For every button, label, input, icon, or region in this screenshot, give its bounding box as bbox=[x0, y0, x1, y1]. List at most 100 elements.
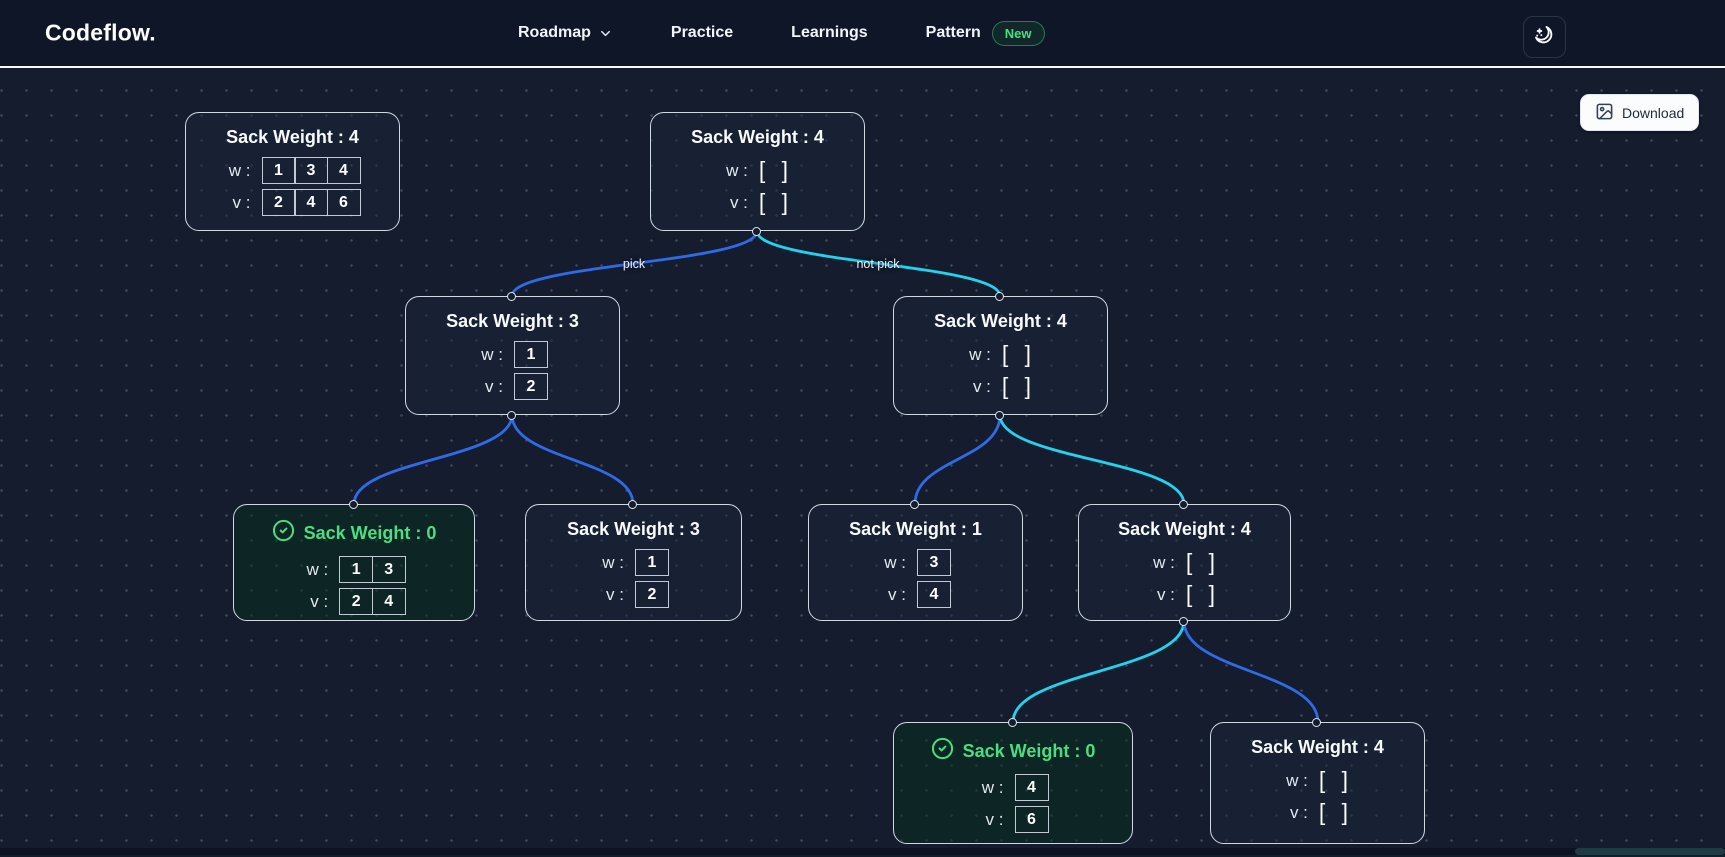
empty-array: [ ] bbox=[758, 189, 794, 215]
edge-label-not-pick: not pick bbox=[856, 257, 900, 271]
theme-toggle-button[interactable] bbox=[1523, 16, 1566, 58]
edge-pick[interactable] bbox=[913, 413, 1002, 506]
weights-cells: 1 bbox=[514, 341, 548, 368]
empty-array: [ ] bbox=[1001, 373, 1037, 399]
target-handle[interactable] bbox=[995, 291, 1004, 301]
cell-value: 2 bbox=[261, 189, 296, 216]
node-title: Sack Weight : 4 bbox=[934, 311, 1067, 331]
node-title: Sack Weight : 4 bbox=[226, 127, 359, 147]
cell-value: 1 bbox=[514, 341, 548, 368]
source-handle[interactable] bbox=[507, 410, 516, 420]
node-body: w : [ ] v : [ ] bbox=[965, 341, 1036, 400]
weights-cells: 4 bbox=[1014, 774, 1049, 801]
edge-not-pick[interactable] bbox=[998, 413, 1186, 506]
node-body: w : 1 v : 2 bbox=[598, 549, 669, 608]
node-body: w : [ ] v : [ ] bbox=[1282, 767, 1353, 826]
nav-item-roadmap-label: Roadmap bbox=[518, 24, 591, 41]
target-handle[interactable] bbox=[628, 499, 637, 509]
weights-cells: 3 bbox=[917, 549, 951, 576]
target-handle[interactable] bbox=[348, 499, 358, 509]
target-handle[interactable] bbox=[1007, 717, 1017, 727]
nav-item-practice[interactable]: Practice bbox=[671, 24, 733, 42]
cell-value: 4 bbox=[326, 157, 361, 184]
edge-not-pick[interactable] bbox=[1182, 619, 1320, 724]
download-button[interactable]: Download bbox=[1580, 94, 1700, 131]
edge-pick[interactable] bbox=[1011, 619, 1186, 724]
source-handle[interactable] bbox=[1179, 616, 1188, 626]
flow-canvas[interactable]: Download pick not pick Sack Weight : 4 w… bbox=[0, 68, 1725, 855]
node-title: Sack Weight : 3 bbox=[567, 519, 700, 539]
nav-links: Roadmap Practice Learnings Pattern New bbox=[518, 0, 1045, 66]
source-handle[interactable] bbox=[752, 226, 761, 236]
edge-pick[interactable] bbox=[510, 229, 759, 298]
values-cells: 2 4 6 bbox=[261, 189, 361, 216]
tree-node-l4-b[interactable]: Sack Weight : 4 w : [ ] v : [ ] bbox=[1210, 717, 1425, 844]
edge-pick[interactable] bbox=[352, 413, 514, 506]
edge-not-pick[interactable] bbox=[755, 229, 1002, 298]
target-handle[interactable] bbox=[1312, 717, 1321, 727]
node-title: Sack Weight : 0 bbox=[962, 740, 1096, 761]
weights-label: w : bbox=[969, 344, 991, 364]
values-cells: 6 bbox=[1014, 806, 1049, 833]
nav-item-learnings[interactable]: Learnings bbox=[791, 24, 867, 42]
values-label: v : bbox=[729, 192, 748, 212]
tree-node-items-info[interactable]: Sack Weight : 4 w : 1 3 4 v : 2 4 6 bbox=[185, 112, 400, 231]
node-title: Sack Weight : 4 bbox=[1118, 519, 1251, 539]
tree-node-l3-success[interactable]: Sack Weight : 0 w : 1 3 v : 2 4 bbox=[233, 499, 475, 621]
edges-layer bbox=[352, 229, 1320, 724]
node-title-row: Sack Weight : 0 bbox=[931, 737, 1096, 765]
values-label: v : bbox=[1289, 802, 1308, 822]
check-circle-icon bbox=[272, 519, 295, 547]
values-label: v : bbox=[310, 591, 329, 611]
cell-value: 4 bbox=[1014, 774, 1049, 801]
tree-node-root[interactable]: Sack Weight : 4 w : [ ] v : [ ] bbox=[650, 112, 865, 236]
tree-node-l2-notpick[interactable]: Sack Weight : 4 w : [ ] v : [ ] bbox=[893, 291, 1108, 420]
edge-not-pick[interactable] bbox=[510, 413, 635, 506]
target-handle[interactable] bbox=[507, 291, 516, 301]
empty-array: [ ] bbox=[1001, 341, 1037, 367]
download-button-label: Download bbox=[1622, 104, 1685, 121]
values-label: v : bbox=[888, 584, 906, 604]
empty-array: [ ] bbox=[1318, 767, 1354, 793]
values-label: v : bbox=[232, 192, 251, 212]
values-label: v : bbox=[485, 376, 503, 396]
nav-item-pattern-label: Pattern bbox=[925, 24, 981, 41]
values-label: v : bbox=[1156, 584, 1175, 604]
cell-value: 2 bbox=[514, 373, 548, 400]
moon-stars-icon bbox=[1533, 24, 1557, 51]
weights-label: w : bbox=[1153, 552, 1175, 572]
nav-item-roadmap[interactable]: Roadmap bbox=[518, 24, 613, 42]
tree-node-l4-success[interactable]: Sack Weight : 0 w : 4 v : 6 bbox=[893, 717, 1133, 844]
empty-array: [ ] bbox=[758, 157, 794, 183]
nav-item-pattern[interactable]: Pattern New bbox=[925, 20, 1045, 46]
tree-node-l3-d[interactable]: Sack Weight : 4 w : [ ] v : [ ] bbox=[1078, 499, 1291, 626]
cell-value: 3 bbox=[294, 157, 328, 184]
tree-node-l3-b[interactable]: Sack Weight : 3 w : 1 v : 2 bbox=[525, 499, 742, 621]
values-label: v : bbox=[972, 376, 991, 396]
weights-cells: 1 bbox=[635, 549, 669, 576]
new-badge: New bbox=[991, 20, 1045, 46]
values-label: v : bbox=[606, 584, 624, 604]
cell-value: 6 bbox=[1014, 806, 1049, 833]
weights-label: w : bbox=[228, 160, 251, 180]
horizontal-scrollbar-thumb[interactable] bbox=[1575, 848, 1725, 855]
node-title: Sack Weight : 3 bbox=[446, 311, 579, 331]
cell-value: 1 bbox=[635, 549, 669, 576]
node-title: Sack Weight : 1 bbox=[849, 519, 982, 539]
weights-label: w : bbox=[884, 552, 906, 572]
chevron-down-icon bbox=[598, 26, 613, 41]
target-handle[interactable] bbox=[910, 499, 919, 509]
tree-node-l3-c[interactable]: Sack Weight : 1 w : 3 v : 4 bbox=[808, 499, 1023, 621]
node-body: w : 1 3 4 v : 2 4 6 bbox=[225, 157, 361, 216]
weights-label: w : bbox=[981, 777, 1004, 797]
tree-node-l2-pick[interactable]: Sack Weight : 3 w : 1 v : 2 bbox=[405, 291, 620, 420]
check-circle-icon bbox=[931, 737, 954, 765]
nav-item-practice-label: Practice bbox=[670, 24, 734, 41]
node-body: w : 1 v : 2 bbox=[477, 341, 548, 400]
cell-value: 1 bbox=[261, 157, 296, 184]
cell-value: 4 bbox=[917, 581, 951, 608]
nav-item-learnings-label: Learnings bbox=[791, 24, 868, 41]
target-handle[interactable] bbox=[1179, 499, 1188, 509]
app-logo[interactable]: Codeflow. bbox=[45, 19, 156, 46]
source-handle[interactable] bbox=[995, 410, 1004, 420]
